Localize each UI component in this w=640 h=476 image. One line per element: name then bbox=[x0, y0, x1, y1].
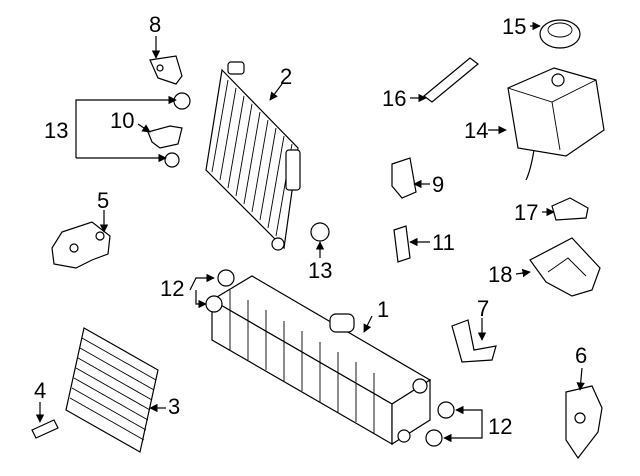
mount-bracket-10 bbox=[147, 125, 183, 149]
callout-13-center: 13 bbox=[308, 258, 332, 283]
callout-17: 17 bbox=[514, 200, 538, 225]
callout-8: 8 bbox=[149, 12, 161, 37]
upper-radiator bbox=[205, 61, 301, 251]
callout-12-right: 12 bbox=[488, 414, 512, 439]
callout-labels: 1 2 3 4 5 6 7 8 9 10 11 12 12 13 13 14 1… bbox=[34, 12, 587, 439]
leader-lines bbox=[35, 21, 585, 443]
left-bracket bbox=[51, 221, 111, 269]
mount-bracket-7 bbox=[451, 319, 497, 363]
clip-part-9 bbox=[391, 157, 417, 199]
clip-part-11 bbox=[393, 225, 411, 263]
reservoir-cap bbox=[539, 19, 581, 49]
callout-16: 16 bbox=[382, 86, 406, 111]
callout-1: 1 bbox=[377, 297, 389, 322]
callout-2: 2 bbox=[280, 64, 292, 89]
callout-12-left: 12 bbox=[160, 276, 184, 301]
callout-11: 11 bbox=[432, 230, 455, 255]
callout-3: 3 bbox=[168, 394, 180, 419]
callout-14: 14 bbox=[464, 118, 488, 143]
strap-bracket bbox=[423, 57, 479, 103]
callout-15: 15 bbox=[502, 14, 526, 39]
large-bracket bbox=[529, 237, 601, 297]
callout-5: 5 bbox=[97, 188, 109, 213]
coolant-reservoir bbox=[507, 67, 605, 181]
callout-10: 10 bbox=[110, 108, 134, 133]
callout-13-left: 13 bbox=[44, 118, 68, 143]
mount-bracket-8 bbox=[149, 55, 183, 85]
small-bracket bbox=[551, 197, 589, 221]
callout-9: 9 bbox=[432, 172, 444, 197]
grille-panel bbox=[65, 327, 159, 453]
callout-4: 4 bbox=[34, 378, 46, 403]
clip-part bbox=[31, 419, 59, 439]
right-bracket bbox=[565, 385, 603, 460]
callout-18: 18 bbox=[488, 262, 512, 287]
callout-6: 6 bbox=[575, 343, 587, 368]
main-radiator bbox=[210, 275, 432, 446]
callout-7: 7 bbox=[477, 296, 489, 321]
